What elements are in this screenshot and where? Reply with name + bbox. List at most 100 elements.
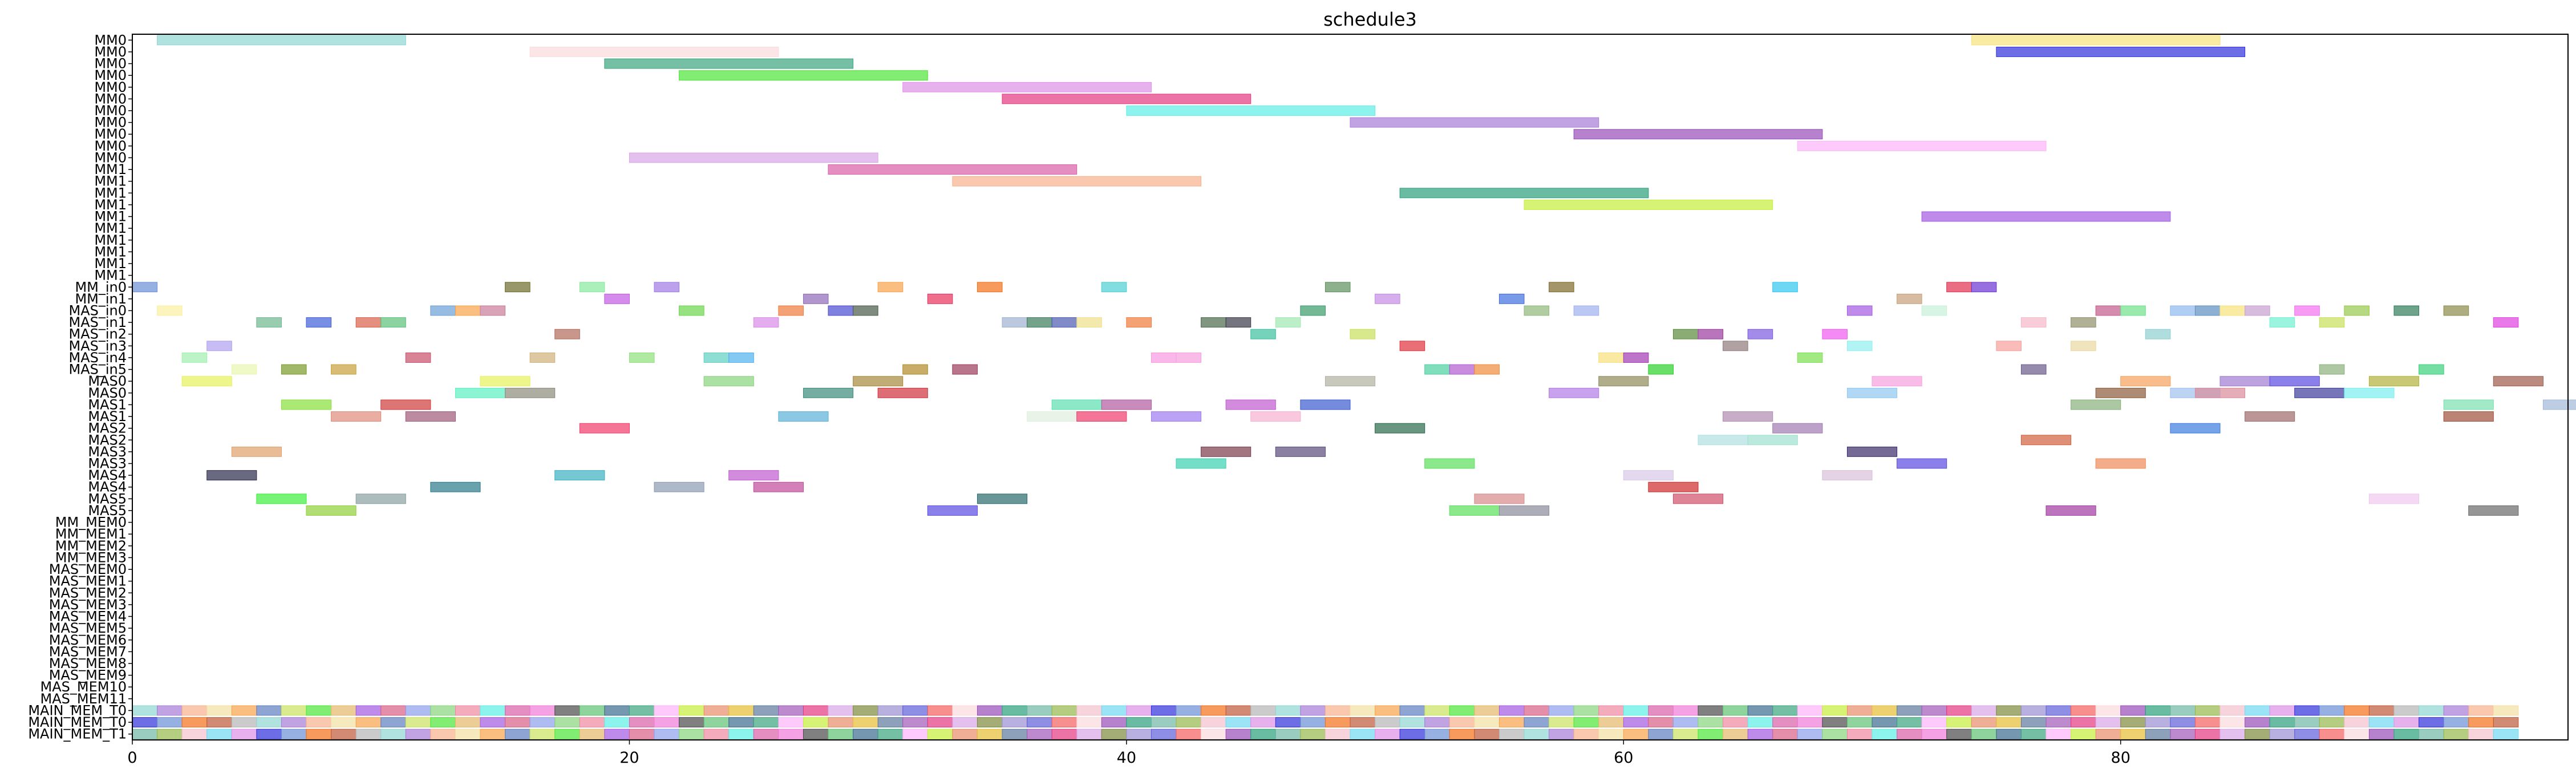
memory-slot-bar: [2071, 717, 2096, 728]
task-bar: [1648, 481, 1699, 492]
memory-slot-bar: [629, 705, 655, 716]
memory-slot-bar: [505, 717, 530, 728]
task-bar: [1126, 106, 1376, 116]
memory-slot-bar: [1598, 705, 1624, 716]
memory-slot-bar: [1598, 717, 1624, 728]
y-tick-label: MAS_MEM3: [49, 597, 127, 613]
task-bar: [1474, 493, 1525, 504]
memory-slot-bar: [1946, 705, 1972, 716]
memory-slot-bar: [1698, 717, 1724, 728]
memory-slot-bar: [455, 729, 481, 739]
memory-slot-bar: [1623, 717, 1649, 728]
memory-slot-bar: [828, 717, 854, 728]
task-bar: [2071, 399, 2121, 410]
memory-slot-bar: [281, 705, 307, 716]
memory-slot-bar: [2020, 705, 2047, 716]
memory-slot-bar: [1027, 729, 1052, 739]
task-bar: [2542, 399, 2576, 410]
task-bar: [2170, 423, 2221, 434]
task-bar: [1598, 353, 1624, 363]
task-bar: [2219, 305, 2246, 316]
memory-slot-bar: [1225, 705, 1251, 716]
task-bar: [1846, 387, 1898, 398]
task-bar: [256, 493, 307, 504]
memory-slot-bar: [1897, 717, 1922, 728]
memory-slot-bar: [206, 717, 232, 728]
task-bar: [927, 293, 953, 304]
memory-slot-bar: [1151, 717, 1177, 728]
memory-slot-bar: [1126, 717, 1152, 728]
task-bar: [505, 387, 556, 398]
memory-slot-bar: [1698, 705, 1724, 716]
y-tick-label: MAS0: [88, 373, 127, 389]
memory-slot-bar: [778, 705, 804, 716]
memory-slot-bar: [2046, 729, 2072, 739]
y-tick-label: MM0: [94, 79, 127, 95]
y-tick-label: MM0: [94, 56, 127, 72]
task-bar: [455, 305, 481, 316]
memory-slot-bar: [231, 717, 257, 728]
task-bar: [2269, 317, 2295, 328]
y-tick-label: MAS_MEM2: [49, 585, 127, 601]
task-bar: [1449, 364, 1475, 375]
memory-slot-bar: [1996, 729, 2022, 739]
memory-slot-bar: [853, 705, 878, 716]
memory-slot-bar: [132, 729, 158, 739]
y-tick-label: MM1: [94, 268, 127, 284]
memory-slot-bar: [1350, 705, 1376, 716]
memory-slot-bar: [1921, 729, 1947, 739]
memory-slot-bar: [1822, 717, 1848, 728]
task-bar: [1498, 505, 1550, 516]
memory-slot-bar: [1996, 717, 2022, 728]
y-tick-label: MM1: [94, 220, 127, 236]
task-bar: [1549, 387, 1599, 398]
task-bar: [877, 387, 928, 398]
memory-slot-bar: [952, 717, 978, 728]
task-bar: [952, 176, 1202, 187]
memory-slot-bar: [2419, 729, 2444, 739]
y-tick-label: MAS_MEM7: [49, 644, 127, 659]
task-bar: [206, 470, 257, 481]
memory-slot-bar: [2493, 717, 2519, 728]
task-bar: [181, 376, 232, 387]
memory-slot-bar: [2219, 717, 2246, 728]
memory-slot-bar: [1325, 717, 1351, 728]
memory-slot-bar: [331, 705, 357, 716]
task-bar: [728, 470, 779, 481]
memory-slot-bar: [2219, 705, 2246, 716]
y-tick-label: MAS5: [88, 491, 127, 507]
task-bar: [1350, 117, 1599, 128]
task-bar: [1822, 470, 1873, 481]
y-tick-label: MAS_MEM6: [49, 632, 127, 648]
y-tick-label: MM_in1: [75, 291, 127, 307]
x-tick-label: 80: [2111, 749, 2131, 767]
task-bar: [654, 481, 704, 492]
task-bar: [355, 317, 382, 328]
memory-slot-bar: [1300, 729, 1326, 739]
y-tick-label: MM0: [94, 126, 127, 142]
memory-slot-bar: [977, 729, 1003, 739]
memory-slot-bar: [1971, 717, 1997, 728]
memory-slot-bar: [430, 705, 456, 716]
memory-slot-bar: [1474, 705, 1500, 716]
bars-layer: [132, 35, 2576, 739]
memory-slot-bar: [2419, 705, 2444, 716]
memory-slot-bar: [331, 717, 357, 728]
memory-slot-bar: [579, 729, 605, 739]
task-bar: [2020, 317, 2047, 328]
memory-slot-bar: [877, 717, 904, 728]
task-bar: [654, 282, 680, 293]
y-tick-label: MAS_in3: [68, 338, 127, 354]
task-bar: [1474, 364, 1500, 375]
task-bar: [1250, 329, 1276, 339]
y-tick-label: MAS2: [88, 432, 127, 448]
memory-slot-bar: [1225, 717, 1251, 728]
task-bar: [1201, 317, 1226, 328]
task-bar: [728, 353, 754, 363]
memory-slot-bar: [579, 717, 605, 728]
memory-slot-bar: [728, 717, 754, 728]
memory-slot-bar: [331, 729, 357, 739]
memory-slot-bar: [1051, 729, 1078, 739]
task-bar: [1051, 399, 1102, 410]
task-bar: [1076, 411, 1127, 422]
